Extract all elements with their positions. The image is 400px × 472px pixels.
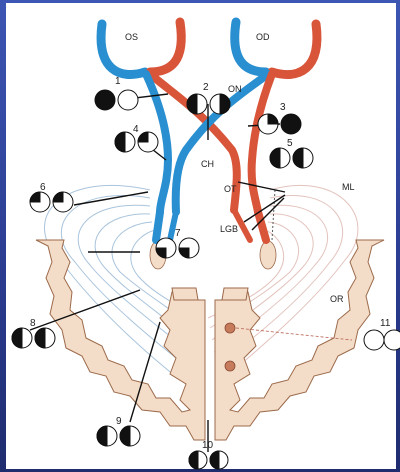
- lesion-number-4: 4: [133, 124, 139, 135]
- lesion-number-8: 8: [30, 318, 36, 329]
- field-defect-5: [270, 148, 313, 168]
- lesion-number-6: 6: [40, 182, 46, 193]
- lesion-number-10: 10: [202, 440, 214, 451]
- label-os: OS: [125, 32, 138, 42]
- field-defect-7: [156, 238, 199, 258]
- field-defect-6: [30, 192, 73, 212]
- label-lgb: LGB: [220, 224, 238, 234]
- lesion-number-9: 9: [116, 416, 122, 427]
- field-defect-11: [364, 330, 400, 350]
- label-od: OD: [256, 32, 270, 42]
- field-defect-9: [97, 426, 140, 446]
- lesion-number-11: 11: [380, 318, 391, 329]
- field-defect-10: [189, 451, 228, 469]
- label-ot: OT: [224, 184, 237, 194]
- label-on: ON: [228, 84, 242, 94]
- field-defect-1: [95, 90, 138, 110]
- label-ch: CH: [201, 159, 214, 169]
- lesion-number-5: 5: [287, 138, 293, 149]
- label-or: OR: [330, 294, 344, 304]
- label-ml: ML: [342, 182, 355, 192]
- lesion-numbers: 1 2 3 4 5 6 7 8 9 10 11: [30, 76, 391, 451]
- lesion-number-2: 2: [203, 82, 209, 93]
- field-defect-8: [12, 328, 55, 348]
- field-defect-4: [115, 132, 158, 152]
- lesion-number-1: 1: [115, 76, 121, 87]
- lesion-number-3: 3: [280, 102, 286, 113]
- lesion-number-7: 7: [175, 228, 181, 239]
- occipital-cortex: [36, 240, 384, 440]
